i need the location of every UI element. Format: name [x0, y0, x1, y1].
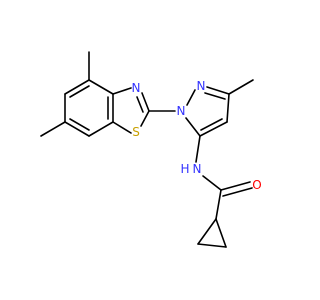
- bond: [197, 218, 217, 245]
- double-bond: [200, 118, 223, 131]
- bond: [140, 110, 150, 127]
- bond: [112, 87, 132, 95]
- bond: [186, 89, 196, 106]
- bond: [215, 189, 222, 220]
- thiazole-nitrogen-label: N: [132, 81, 141, 95]
- carbonyl-double-bond: [220, 181, 251, 191]
- amide-hydrogen-label: H: [180, 162, 189, 176]
- carbonyl-oxygen-label: O: [252, 178, 261, 192]
- double-bond: [204, 92, 226, 100]
- pyrazole-n2-label: N: [197, 79, 206, 93]
- molecule-structure: N S N N N H O: [40, 51, 262, 248]
- double-bond: [69, 118, 90, 131]
- bond: [195, 135, 201, 163]
- bond: [215, 218, 227, 248]
- amide-nitrogen-label: N: [193, 162, 202, 176]
- double-bond: [141, 92, 150, 112]
- bond: [197, 243, 227, 248]
- methyl-bond: [228, 79, 254, 95]
- bond: [226, 93, 230, 123]
- bond: [88, 121, 114, 137]
- pyrazole-n1-label: N: [177, 104, 186, 118]
- double-bond: [206, 86, 230, 95]
- bond: [64, 121, 90, 137]
- bond: [185, 117, 201, 137]
- benzothiazole-ring: [40, 51, 150, 137]
- bond: [64, 79, 90, 95]
- bond: [199, 121, 228, 137]
- bond: [88, 79, 114, 95]
- bond: [112, 121, 132, 134]
- double-bond: [69, 85, 90, 98]
- thiazole-sulfur-label: S: [132, 125, 140, 139]
- bond: [202, 175, 222, 191]
- pyrazole-ring: [185, 79, 254, 137]
- double-bond: [136, 96, 144, 113]
- methyl-bond: [40, 121, 66, 137]
- carbonyl-double-bond: [222, 187, 253, 197]
- cyclopropanecarboxamide: [195, 135, 253, 248]
